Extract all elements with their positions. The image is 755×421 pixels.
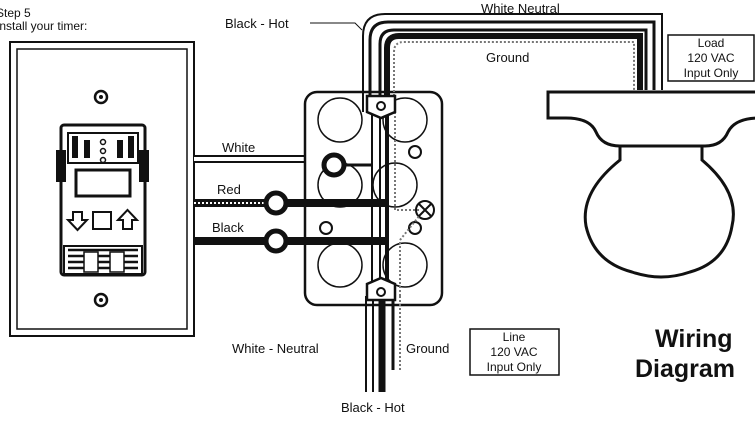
knockout-hole — [408, 145, 422, 159]
label-black-hot-bottom: Black - Hot — [341, 400, 405, 415]
timer-display — [74, 168, 132, 198]
line-note: Input Only — [487, 360, 542, 374]
load-label-box: Load 120 VAC Input Only — [667, 34, 755, 82]
label-white-neutral-bottom: White - Neutral — [232, 341, 319, 356]
step-number: Step 5 — [0, 6, 31, 20]
light-bulb — [583, 144, 735, 279]
load-note: Input Only — [684, 66, 739, 80]
label-ground-bottom: Ground — [406, 341, 449, 356]
line-label-box: Line 120 VAC Input Only — [469, 328, 560, 376]
ground-screw-icon — [415, 200, 435, 220]
wire-nut-white — [321, 152, 372, 178]
label-black-hot-top: Black - Hot — [225, 16, 289, 31]
label-ground-top: Ground — [486, 50, 529, 65]
down-arrow-icon[interactable] — [65, 211, 90, 232]
bottom-screw-icon — [93, 292, 109, 308]
leader-line — [310, 22, 363, 31]
electrical-box — [303, 90, 444, 307]
label-white: White — [222, 140, 255, 155]
wall-plate — [9, 41, 195, 337]
knockout-hole — [408, 221, 422, 235]
timer-device — [56, 123, 149, 277]
step-instruction: Install your timer: — [0, 19, 87, 33]
label-white-neutral-top: White Neutral — [481, 1, 560, 16]
diagram-title-line2: Diagram — [635, 355, 735, 383]
wire-nut-black — [263, 228, 387, 254]
load-cable — [362, 13, 663, 112]
line-title: Line — [503, 330, 526, 344]
up-arrow-icon[interactable] — [115, 208, 140, 230]
label-black: Black — [212, 220, 244, 235]
diagram-title-line1: Wiring — [655, 325, 733, 353]
load-title: Load — [698, 36, 725, 50]
knockout-hole — [319, 221, 333, 235]
line-cable — [365, 296, 401, 392]
top-screw-icon — [93, 89, 109, 105]
stop-square-icon[interactable] — [92, 211, 112, 230]
lamp-socket — [546, 90, 755, 148]
line-voltage: 120 VAC — [490, 345, 537, 359]
wire-nut-red — [263, 190, 387, 216]
label-red: Red — [217, 182, 241, 197]
load-voltage: 120 VAC — [687, 51, 734, 65]
